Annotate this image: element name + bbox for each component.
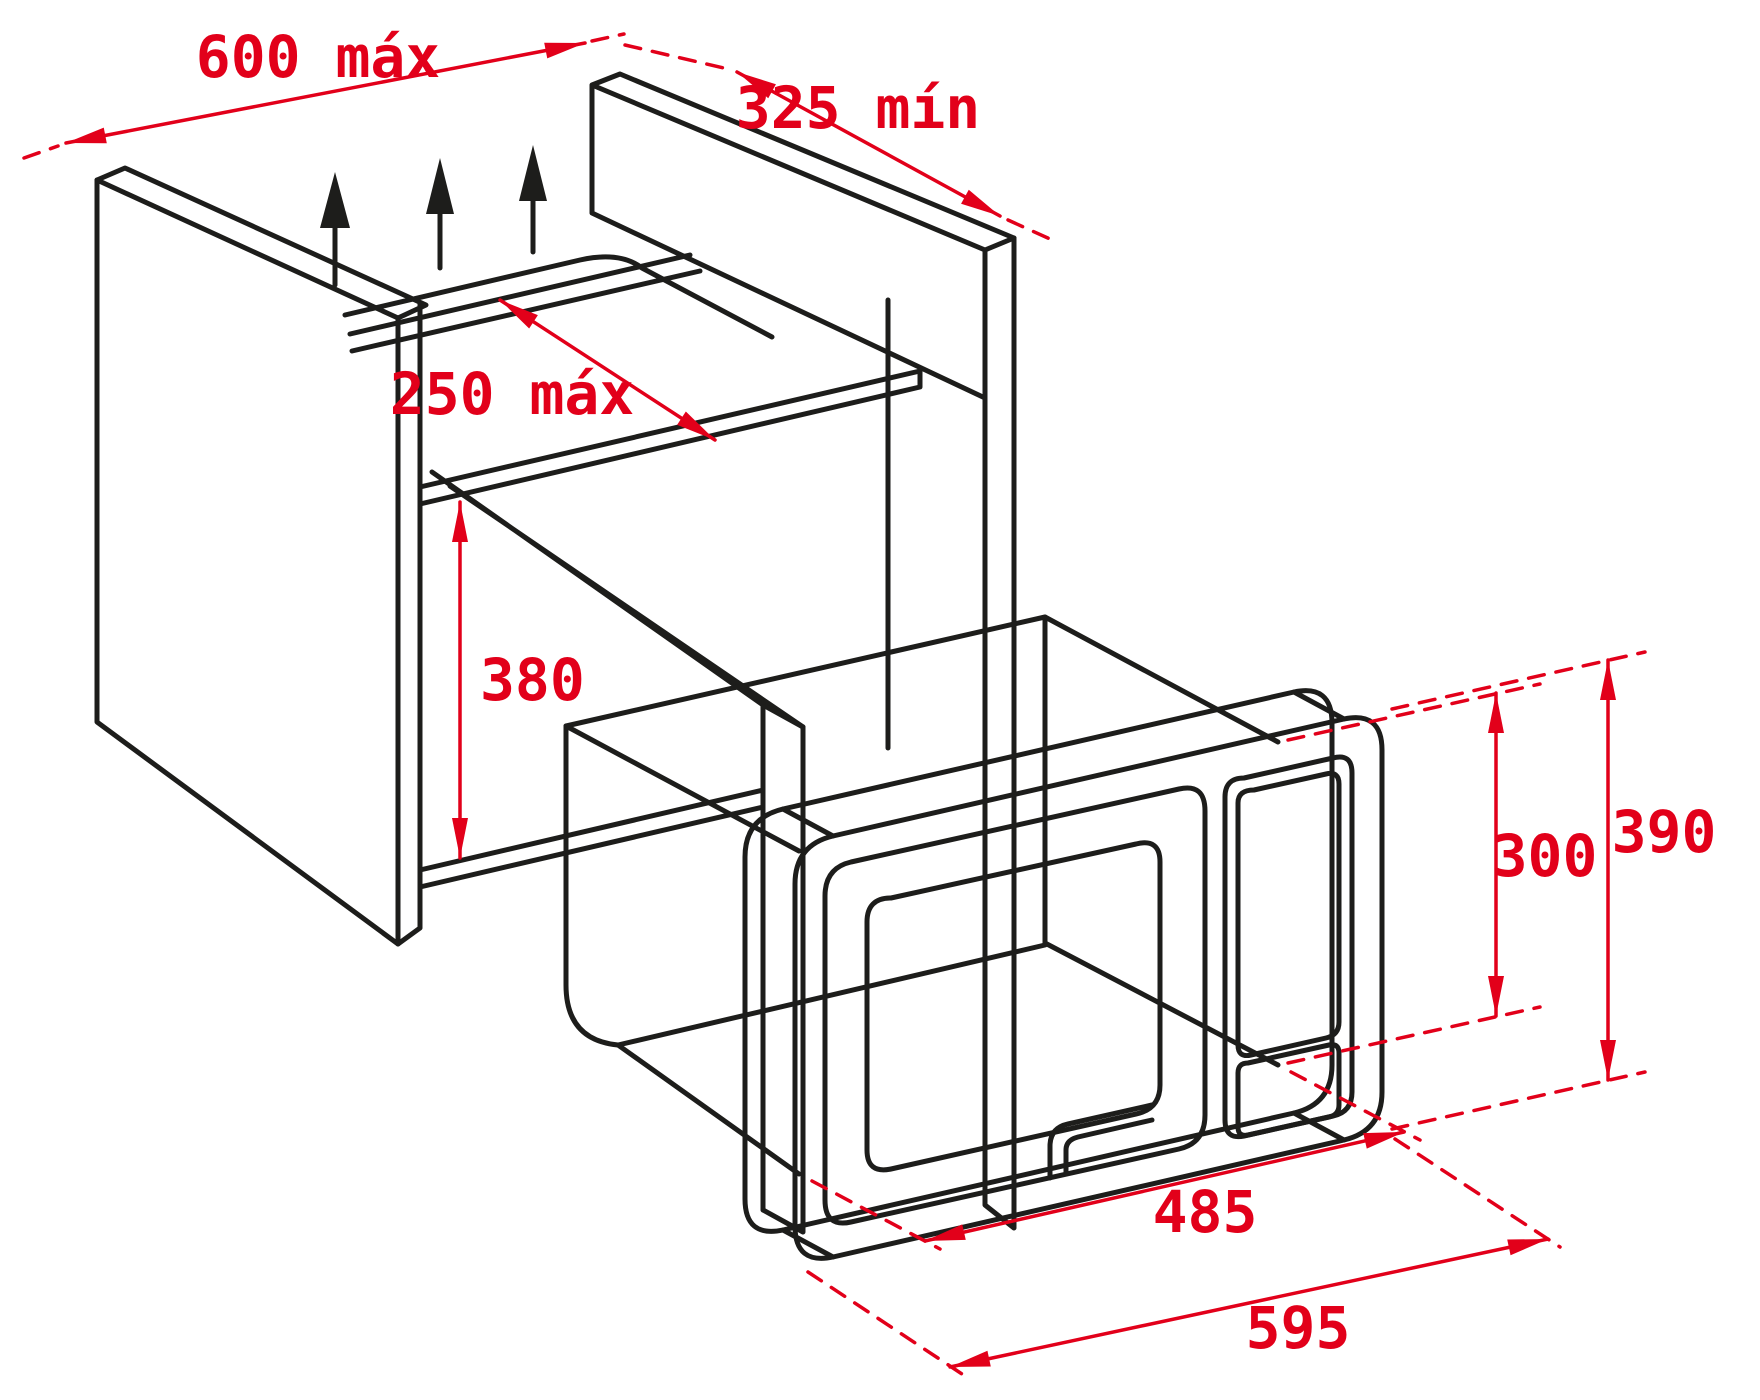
dimension-label-485: 485	[1153, 1178, 1258, 1246]
dimension-line	[735, 70, 1002, 218]
dimension-cabinet-depth: 325 mín	[623, 43, 1052, 241]
dimension-niche-height: 380	[452, 500, 585, 860]
dimension-top-shelf-depth: 250 máx	[390, 298, 717, 442]
airflow-arrow-icon	[519, 145, 547, 201]
dimension-oven-height: 390	[1390, 650, 1717, 1131]
airflow-arrow-icon	[320, 172, 350, 228]
oven-body-edges	[563, 614, 1281, 1177]
ventilation-arrows	[320, 145, 547, 288]
dimension-label-325-min: 325 mín	[736, 74, 980, 142]
oven-front-plate	[792, 715, 1385, 1261]
dimension-cabinet-width: 600 máx	[22, 23, 626, 160]
dimension-label-300: 300	[1493, 822, 1598, 890]
oven-front-plate-connectors	[780, 689, 1347, 1260]
airflow-arrow-icon	[426, 158, 454, 214]
dimension-label-600-max: 600 máx	[196, 23, 440, 91]
extension-line	[623, 43, 1052, 241]
oven-door-window	[864, 840, 1163, 1173]
dimension-line	[948, 1237, 1550, 1369]
microwave-outline	[563, 614, 1385, 1261]
dimension-oven-width: 595	[806, 1137, 1562, 1376]
extension-line	[1286, 682, 1542, 1065]
extension-line	[1390, 650, 1647, 1131]
cabinet-left-panel	[94, 177, 401, 947]
oven-front-plate-back	[742, 688, 1335, 1234]
dimension-line	[498, 298, 717, 442]
extension-line	[22, 32, 626, 160]
oven-control-panel-inner	[1235, 771, 1342, 1058]
cabinet-left-panel-top-edge	[94, 165, 429, 321]
dimension-label-250-max: 250 máx	[390, 360, 634, 428]
dimension-label-390: 390	[1612, 798, 1717, 866]
cabinet-top-shelf-notch	[342, 254, 775, 340]
cabinet-right-front-post	[760, 702, 806, 1235]
dimension-label-595: 595	[1246, 1294, 1351, 1362]
oven-control-panel-display	[1235, 1042, 1342, 1138]
dimension-line	[923, 1130, 1406, 1243]
cabinet-right-panel-edges	[982, 235, 1017, 1231]
extension-line	[810, 1070, 1422, 1251]
dimension-body-height: 300	[1286, 682, 1598, 1065]
extension-line	[806, 1137, 1562, 1376]
dimension-body-width: 485	[810, 1070, 1422, 1251]
cabinet-left-panel-inner-edge	[395, 300, 423, 947]
dimension-label-380: 380	[480, 646, 585, 714]
dimension-line	[64, 41, 587, 145]
